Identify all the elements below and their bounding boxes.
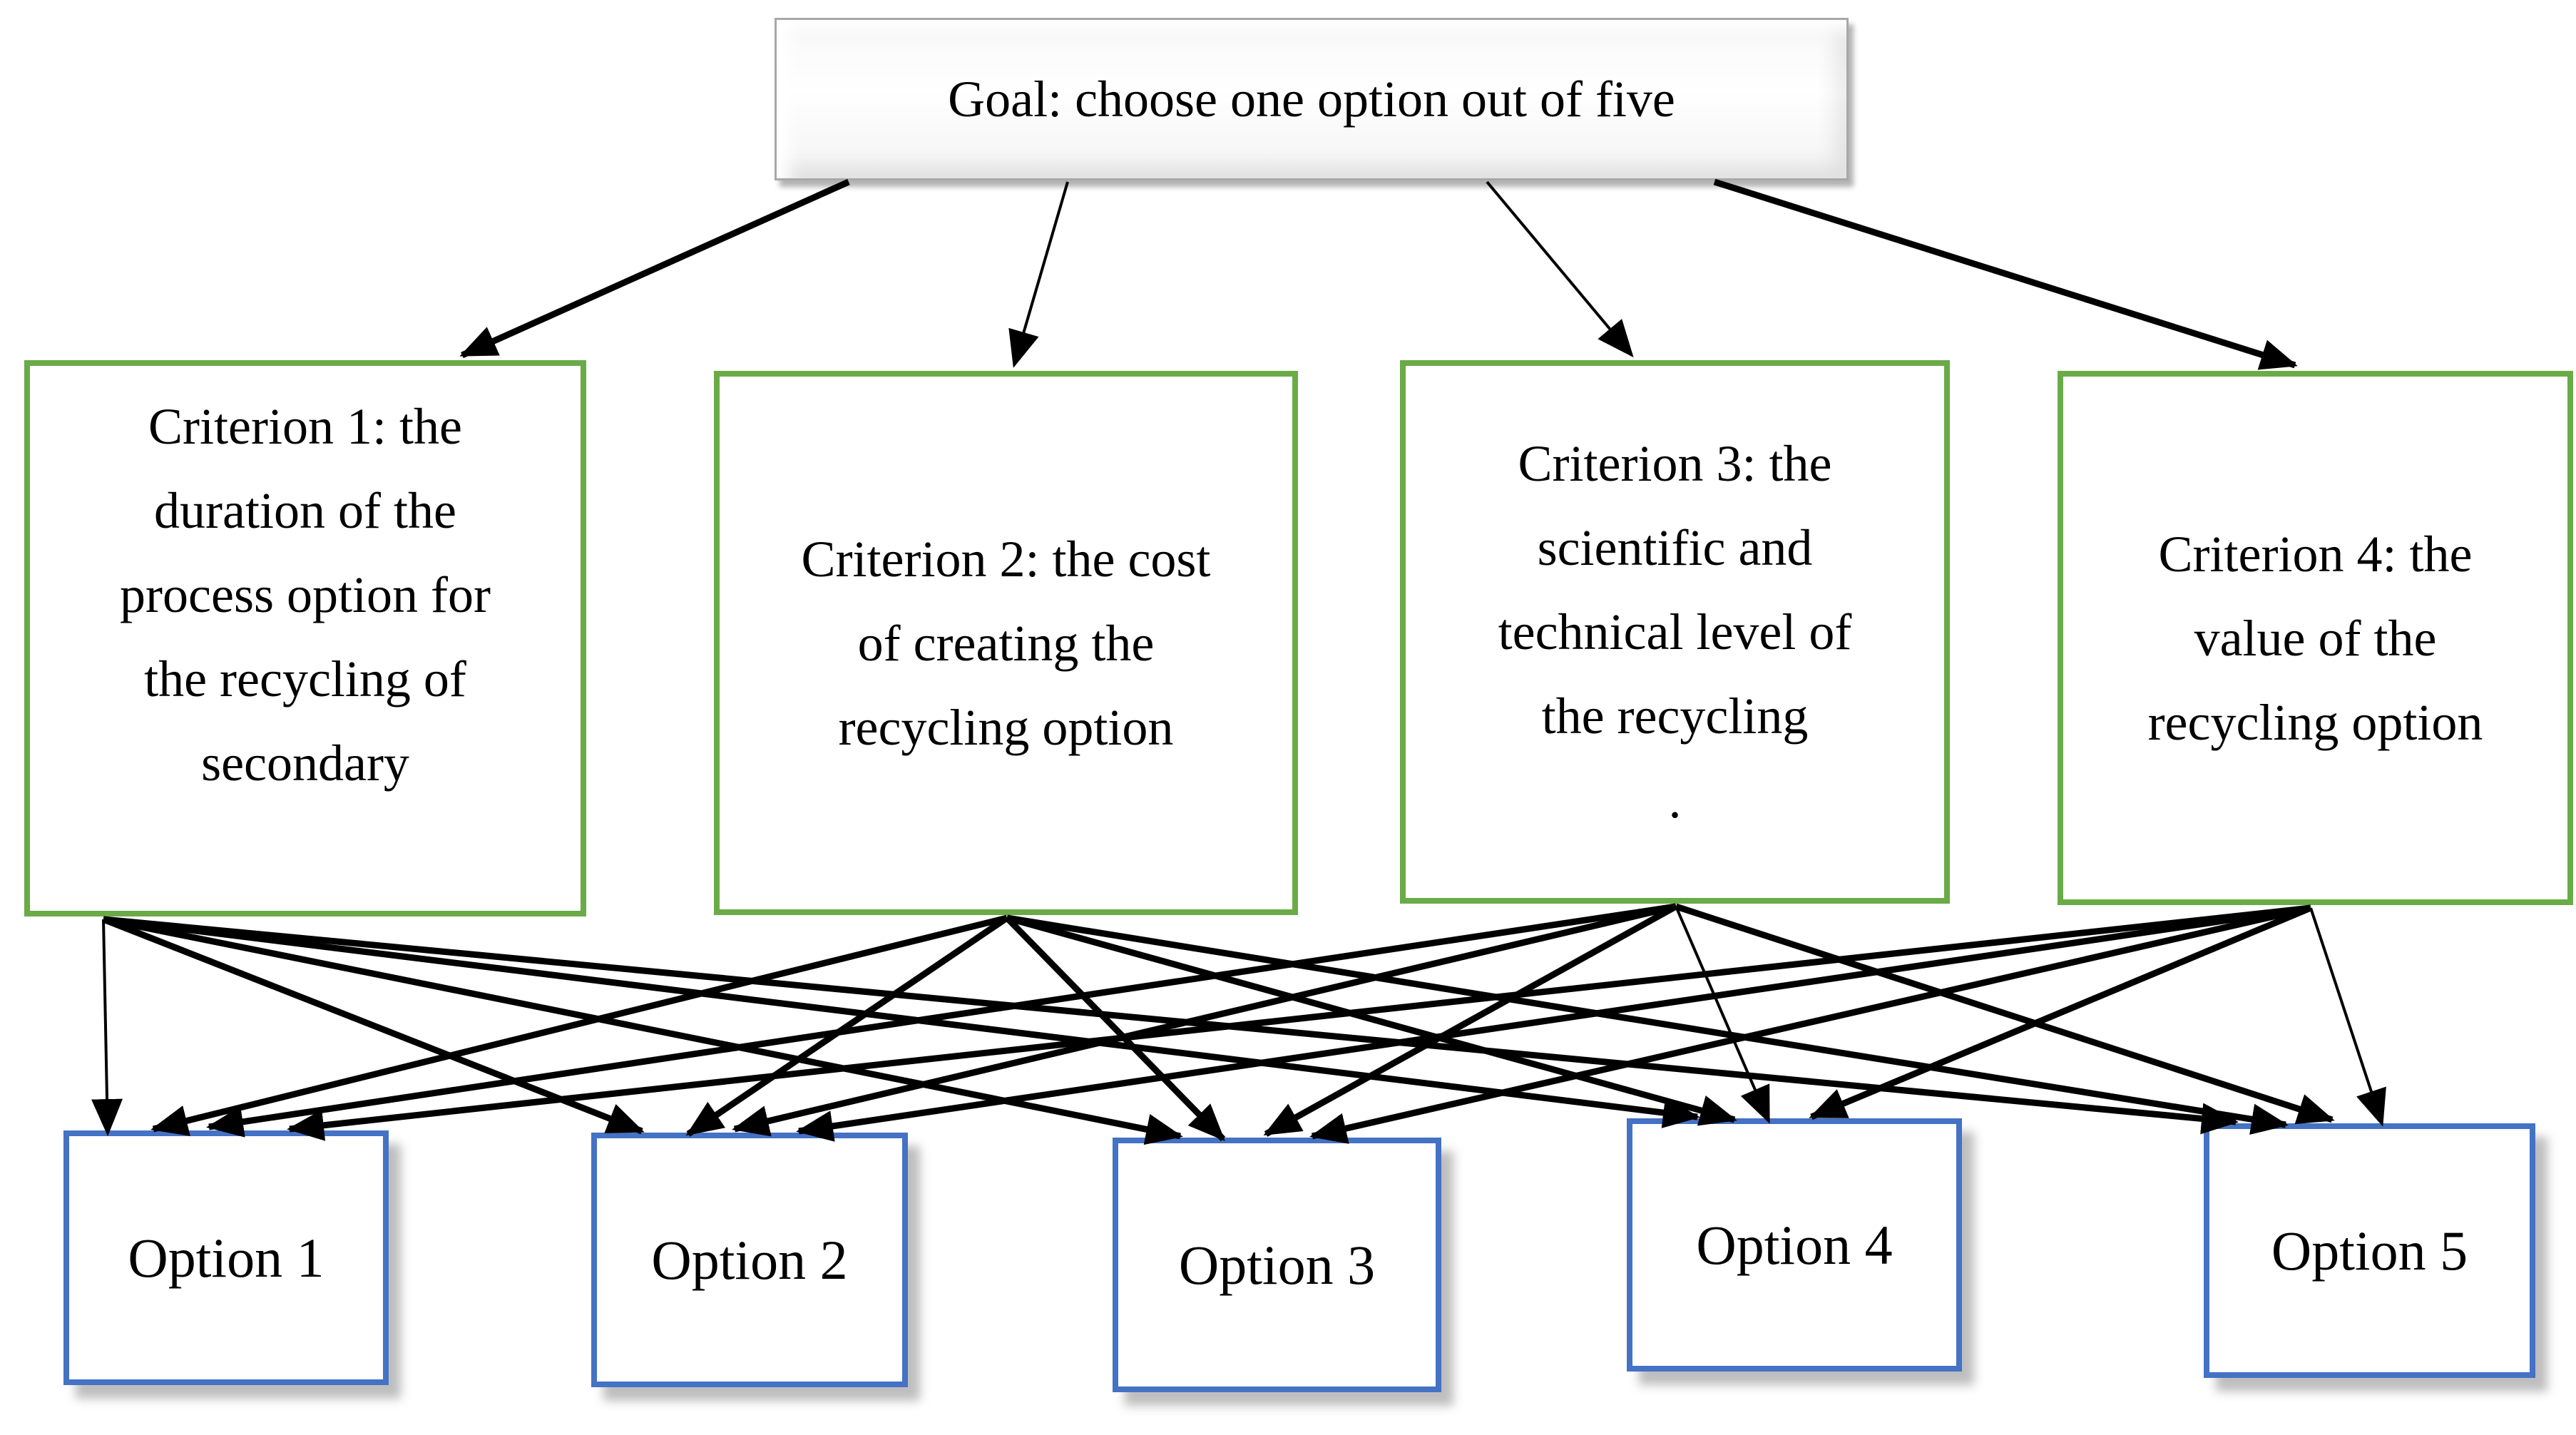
criterion-1-line: process option for	[120, 566, 491, 623]
arrow-criterion-2-to-option-1	[150, 914, 1008, 1136]
option-1-label: Option 1	[128, 1226, 324, 1289]
option-2-label: Option 2	[651, 1228, 848, 1291]
arrow-criterion-3-to-option-5	[1675, 903, 2335, 1125]
criterion-1-box: Criterion 1: the duration of the process…	[24, 360, 586, 916]
criterion-3-line: .	[1668, 772, 1682, 829]
arrow-criterion-1-to-option-2	[102, 916, 645, 1135]
option-5-label: Option 5	[2271, 1219, 2468, 1282]
arrow-goal-to-criterion-1	[459, 178, 850, 359]
criterion-1-line: Criterion 1: the	[148, 398, 462, 455]
arrow-goal-to-criterion-4	[1713, 178, 2298, 370]
option-4-box: Option 4	[1627, 1118, 1962, 1372]
arrow-criterion-3-to-option-2	[732, 903, 1677, 1137]
option-1-box: Option 1	[63, 1130, 389, 1385]
arrow-criterion-1-to-option-4	[103, 916, 1700, 1128]
criterion-1-line: the recycling of	[144, 650, 466, 708]
arrow-criterion-2-to-option-4	[1006, 914, 1737, 1126]
arrow-criterion-1-to-option-5	[103, 916, 2239, 1135]
criterion-2-box: Criterion 2: the cost of creating the re…	[714, 371, 1298, 915]
criterion-3-line: technical level of	[1498, 603, 1852, 660]
criterion-1-line: secondary	[201, 735, 409, 792]
criterion-2-line: of creating the	[857, 614, 1155, 672]
option-5-box: Option 5	[2204, 1123, 2535, 1378]
arrow-criterion-4-to-option-4	[1809, 904, 2312, 1120]
arrow-criterion-1-to-option-3	[103, 916, 1183, 1145]
criterion-2-line: recycling option	[838, 698, 1174, 756]
goal-box: Goal: choose one option out of five	[775, 18, 1849, 180]
arrow-criterion-4-to-option-5	[2309, 907, 2386, 1127]
criterion-4-box: Criterion 4: the value of the recycling …	[2058, 371, 2573, 905]
option-3-label: Option 3	[1178, 1233, 1376, 1296]
option-2-box: Option 2	[591, 1133, 908, 1387]
arrow-criterion-4-to-option-1	[287, 904, 2311, 1141]
arrow-criterion-4-to-option-2	[796, 904, 2311, 1142]
criterion-3-line: the recycling	[1541, 688, 1809, 745]
arrow-criterion-4-to-option-3	[1309, 904, 2312, 1144]
criterion-3-box: Criterion 3: the scientific and technica…	[1400, 360, 1950, 904]
criterion-4-line: recycling option	[2147, 693, 2483, 751]
arrow-goal-to-criterion-2	[1008, 181, 1069, 368]
option-4-label: Option 4	[1696, 1213, 1893, 1276]
criterion-4-line: Criterion 4: the	[2158, 525, 2473, 583]
arrow-criterion-3-to-option-4	[1675, 906, 1770, 1124]
goal-label: Goal: choose one option out of five	[948, 70, 1675, 128]
arrow-criterion-2-to-option-2	[685, 915, 1009, 1137]
arrow-goal-to-criterion-3	[1486, 180, 1634, 358]
criterion-2-line: Criterion 2: the cost	[801, 530, 1211, 588]
arrow-criterion-3-to-option-3	[1263, 904, 1678, 1137]
arrow-criterion-1-to-option-1	[91, 919, 123, 1136]
criterion-3-line: scientific and	[1537, 519, 1813, 576]
criterion-4-line: value of the	[2194, 609, 2437, 667]
arrow-criterion-3-to-option-1	[206, 903, 1677, 1138]
arrow-criterion-2-to-option-3	[1004, 915, 1226, 1142]
option-3-box: Option 3	[1113, 1138, 1441, 1392]
criterion-3-line: Criterion 3: the	[1518, 435, 1832, 492]
criterion-1-line: duration of the	[154, 482, 456, 539]
arrow-criterion-2-to-option-5	[1006, 914, 2289, 1135]
